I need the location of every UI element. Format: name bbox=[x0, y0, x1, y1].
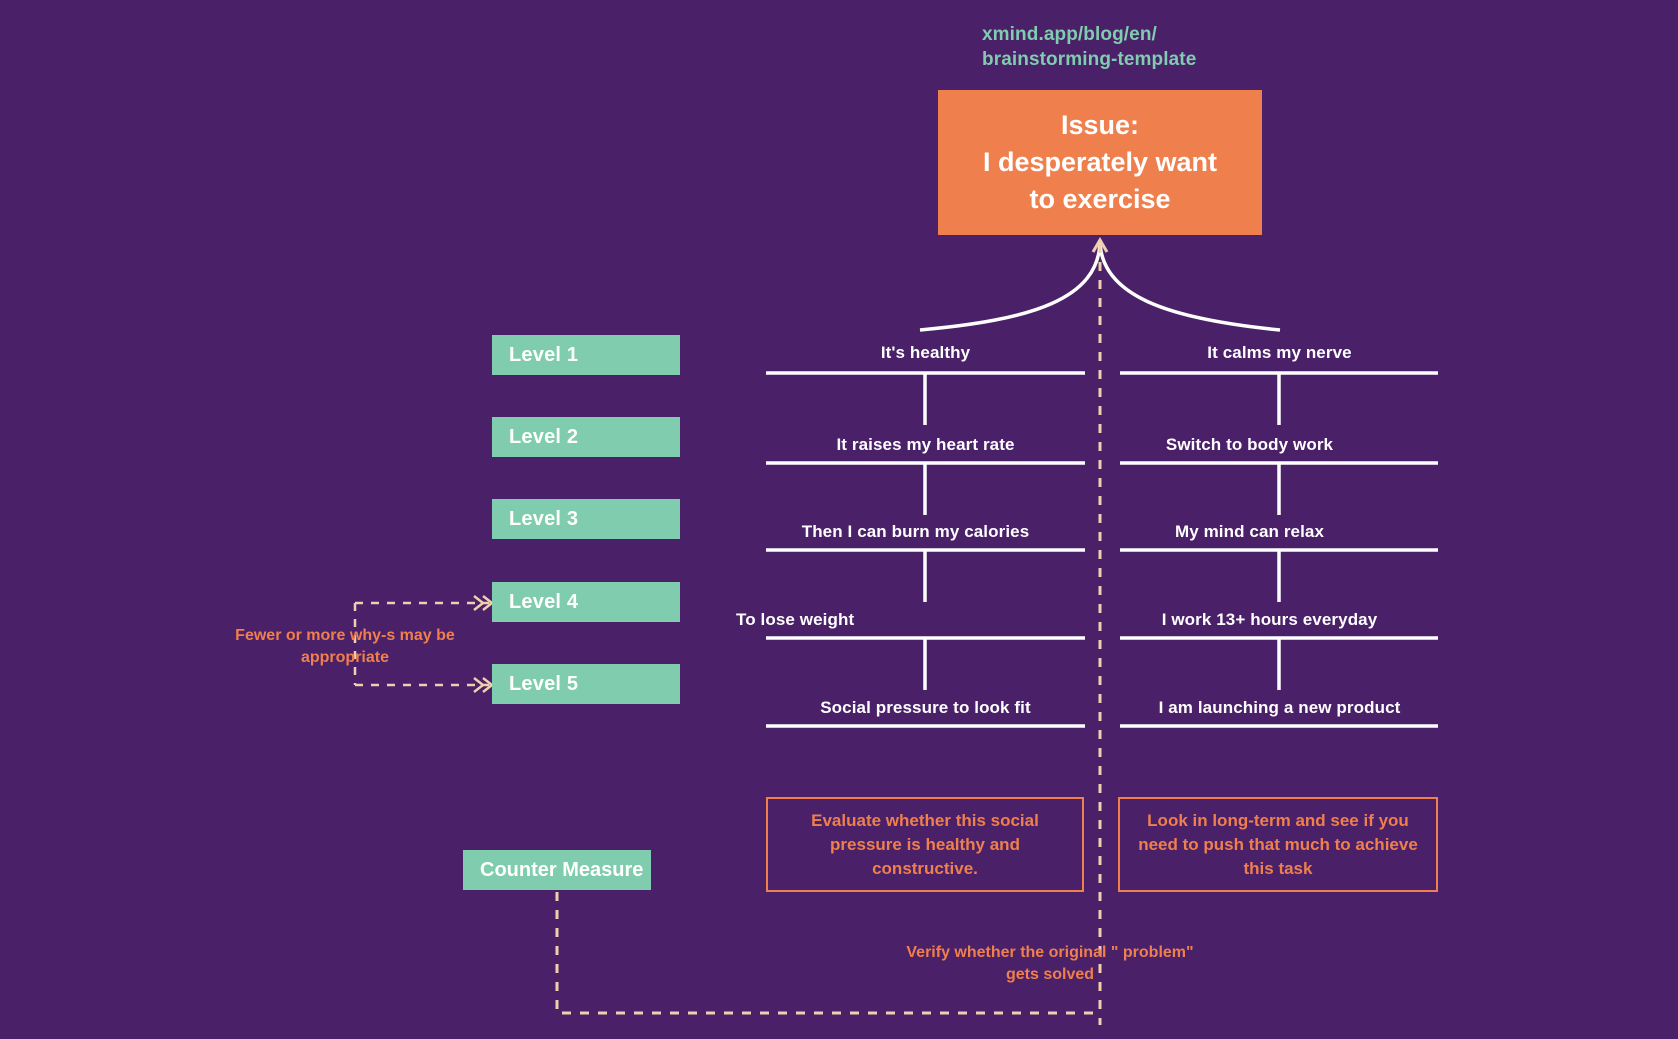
issue-line-1: Issue: bbox=[1060, 110, 1140, 140]
source-url-line-1: xmind.app/blog/en/ bbox=[982, 24, 1157, 45]
right-node-4: I work 13+ hours everyday bbox=[1161, 610, 1378, 629]
spine-curve-right bbox=[1098, 239, 1281, 332]
right-node-1: It calms my nerve bbox=[1207, 343, 1352, 362]
center-dashed-arrowhead bbox=[1091, 237, 1109, 253]
legend-level-4-label: Level 4 bbox=[509, 590, 579, 613]
legend-level-3-label: Level 3 bbox=[509, 507, 579, 530]
left-node-4: To lose weight bbox=[736, 610, 855, 629]
legend-level-5-label: Level 5 bbox=[509, 672, 579, 695]
legend-level-5: Level 5 bbox=[492, 664, 680, 704]
legend-level-1: Level 1 bbox=[492, 335, 680, 375]
legend-level-4: Level 4 bbox=[492, 582, 680, 622]
levels-note-arrowhead-top bbox=[473, 595, 495, 611]
source-url-line-2: brainstorming-template bbox=[982, 49, 1197, 70]
issue-line-2: I desperately want bbox=[982, 147, 1218, 177]
verify-note: Verify whether the original " problem" g… bbox=[906, 944, 1194, 983]
left-node-2: It raises my heart rate bbox=[836, 435, 1015, 454]
left-node-3: Then I can burn my calories bbox=[801, 522, 1030, 541]
legend-level-2-label: Level 2 bbox=[509, 425, 579, 448]
issue-line-3: to exercise bbox=[1029, 184, 1171, 214]
counter-measure-box: Counter Measure bbox=[463, 850, 651, 890]
left-node-1: It's healthy bbox=[880, 343, 971, 362]
left-node-5: Social pressure to look fit bbox=[820, 698, 1031, 717]
legend-level-2: Level 2 bbox=[492, 417, 680, 457]
legend-level-3: Level 3 bbox=[492, 499, 680, 539]
right-node-5: I am launching a new product bbox=[1158, 698, 1401, 717]
right-node-2: Switch to body work bbox=[1165, 435, 1334, 454]
levels-note: Fewer or more why-s may be appropriate bbox=[235, 627, 455, 666]
left-outcome-box: Evaluate whether this social pressure is… bbox=[766, 797, 1084, 892]
source-url: xmind.app/blog/en/ brainstorming-templat… bbox=[982, 22, 1242, 72]
legend-level-1-label: Level 1 bbox=[509, 343, 579, 366]
right-outcome-box: Look in long-term and see if you need to… bbox=[1118, 797, 1438, 892]
levels-note-arrowhead-bottom bbox=[473, 677, 495, 693]
issue-box: Issue: I desperately want to exercise bbox=[938, 90, 1262, 235]
counter-measure-label: Counter Measure bbox=[480, 858, 644, 881]
right-node-3: My mind can relax bbox=[1174, 522, 1325, 541]
spine-curve-left bbox=[919, 239, 1102, 332]
